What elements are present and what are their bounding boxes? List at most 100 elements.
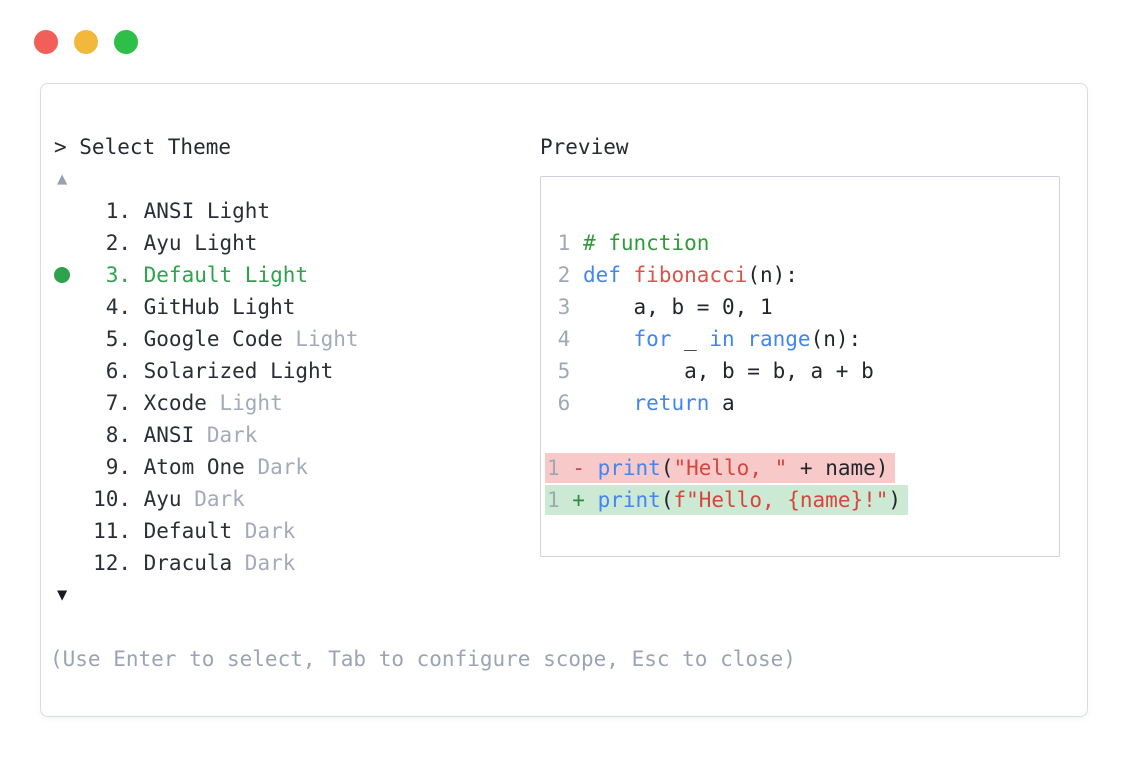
code-token: (n):: [747, 263, 798, 287]
code-line-5: 5 a, b = b, a + b: [541, 355, 1059, 387]
selected-indicator-slot: [54, 547, 71, 579]
theme-list-section: > Select Theme ▲ 1. ANSI Light 2. Ayu Li…: [54, 131, 359, 611]
code-token: _: [671, 327, 710, 351]
code-token: print: [597, 488, 661, 512]
code-token: ): [888, 488, 902, 512]
theme-name: GitHub: [143, 295, 220, 319]
theme-item-ayu-dark[interactable]: 10. Ayu Dark: [54, 483, 359, 515]
theme-variant: Light: [232, 295, 296, 319]
theme-number: 8.: [105, 423, 131, 447]
theme-item-google-code-light[interactable]: 5. Google Code Light: [54, 323, 359, 355]
preview-label: Preview: [540, 135, 629, 159]
line-number: 2: [557, 263, 571, 287]
code-token: in: [709, 327, 735, 351]
theme-number: 11.: [93, 519, 131, 543]
selected-indicator-slot: [54, 515, 71, 547]
theme-variant: Dark: [206, 423, 258, 447]
line-number: 1: [547, 488, 560, 512]
line-number: 3: [557, 295, 571, 319]
code-token: + name): [787, 456, 889, 480]
theme-variant: Light: [194, 231, 258, 255]
code-line-3: 3 a, b = 0, 1: [541, 291, 1059, 323]
theme-number: 12.: [93, 551, 131, 575]
line-number: 1: [547, 456, 560, 480]
line-number: 1: [557, 231, 571, 255]
code-token: [621, 263, 634, 287]
code-token: a, b = b, a + b: [582, 359, 874, 383]
code-token: def: [582, 263, 621, 287]
theme-number: 6.: [105, 359, 131, 383]
theme-item-default-dark[interactable]: 11. Default Dark: [54, 515, 359, 547]
theme-item-ansi-light[interactable]: 1. ANSI Light: [54, 195, 359, 227]
theme-name: Dracula: [143, 551, 233, 575]
selected-indicator-slot: [54, 259, 71, 291]
diff-minus-sign: -: [572, 456, 585, 480]
theme-item-ansi-dark[interactable]: 8. ANSI Dark: [54, 419, 359, 451]
scroll-up-glyph: ▲: [57, 169, 68, 189]
scroll-up-icon[interactable]: ▲: [54, 163, 359, 195]
theme-name: Ayu: [143, 231, 182, 255]
theme-name: ANSI: [143, 423, 195, 447]
code-token: (: [660, 456, 674, 480]
code-line-2: 2 def fibonacci(n):: [541, 259, 1059, 291]
theme-name: Google Code: [143, 327, 283, 351]
theme-number: 5.: [105, 327, 131, 351]
diff-plus-sign: +: [572, 488, 585, 512]
zoom-window-button[interactable]: [114, 30, 138, 54]
selected-indicator-slot: [54, 227, 71, 259]
theme-item-github-light[interactable]: 4. GitHub Light: [54, 291, 359, 323]
theme-number: 3.: [105, 263, 131, 287]
select-theme-prompt: > Select Theme: [54, 131, 359, 163]
selected-dot-icon: [54, 267, 70, 283]
theme-item-solarized-light[interactable]: 6. Solarized Light: [54, 355, 359, 387]
selected-indicator-slot: [54, 483, 71, 515]
close-window-button[interactable]: [34, 30, 58, 54]
selected-indicator-slot: [54, 387, 71, 419]
blank-line: [541, 419, 1059, 451]
theme-number: 1.: [105, 199, 131, 223]
theme-item-dracula-dark[interactable]: 12. Dracula Dark: [54, 547, 359, 579]
theme-preview-box: 1# function 2 def fibonacci(n): 3 a, b = …: [540, 176, 1060, 557]
code-token: fibonacci: [633, 263, 748, 287]
scroll-down-glyph: ▼: [57, 585, 68, 605]
scroll-down-icon[interactable]: ▼: [54, 579, 359, 611]
theme-item-ayu-light[interactable]: 2. Ayu Light: [54, 227, 359, 259]
theme-number: 9.: [105, 455, 131, 479]
code-token: a, b = 0, 1: [582, 295, 773, 319]
code-token: return: [633, 391, 710, 415]
selected-indicator-slot: [54, 419, 71, 451]
selected-indicator-slot: [54, 451, 71, 483]
diff-line-removed: 1-print("Hello, " + name): [541, 451, 1059, 483]
theme-number: 4.: [105, 295, 131, 319]
theme-variant: Light: [270, 359, 334, 383]
code-token: [735, 327, 748, 351]
code-token: "Hello, ": [673, 456, 788, 480]
theme-name: Atom One: [143, 455, 245, 479]
code-line-1: 1# function: [541, 227, 1059, 259]
line-number: 6: [557, 391, 571, 415]
code-token: f"Hello, {name}!": [673, 488, 889, 512]
code-token: [583, 391, 634, 415]
theme-variant: Light: [244, 263, 309, 287]
theme-selector-panel: > Select Theme ▲ 1. ANSI Light 2. Ayu Li…: [40, 83, 1088, 717]
removed-line-highlight: 1-print("Hello, " + name): [545, 453, 896, 483]
theme-name: Xcode: [143, 391, 207, 415]
code-token: print: [597, 456, 661, 480]
theme-item-atom-one-dark[interactable]: 9. Atom One Dark: [54, 451, 359, 483]
code-token: a: [709, 391, 735, 415]
diff-line-added: 1+print(f"Hello, {name}!"): [541, 483, 1059, 515]
theme-item-xcode-light[interactable]: 7. Xcode Light: [54, 387, 359, 419]
theme-name: ANSI: [143, 199, 195, 223]
selected-indicator-slot: [54, 291, 71, 323]
line-number: 4: [557, 327, 571, 351]
theme-variant: Dark: [257, 455, 309, 479]
theme-variant: Dark: [194, 487, 245, 511]
code-line-6: 6 return a: [541, 387, 1059, 419]
selected-indicator-slot: [54, 323, 71, 355]
theme-item-default-light[interactable]: 3. Default Light: [54, 259, 359, 291]
minimize-window-button[interactable]: [74, 30, 98, 54]
theme-variant: Light: [219, 391, 283, 415]
theme-number: 2.: [105, 231, 131, 255]
selected-indicator-slot: [54, 195, 71, 227]
code-token: for: [633, 327, 672, 351]
